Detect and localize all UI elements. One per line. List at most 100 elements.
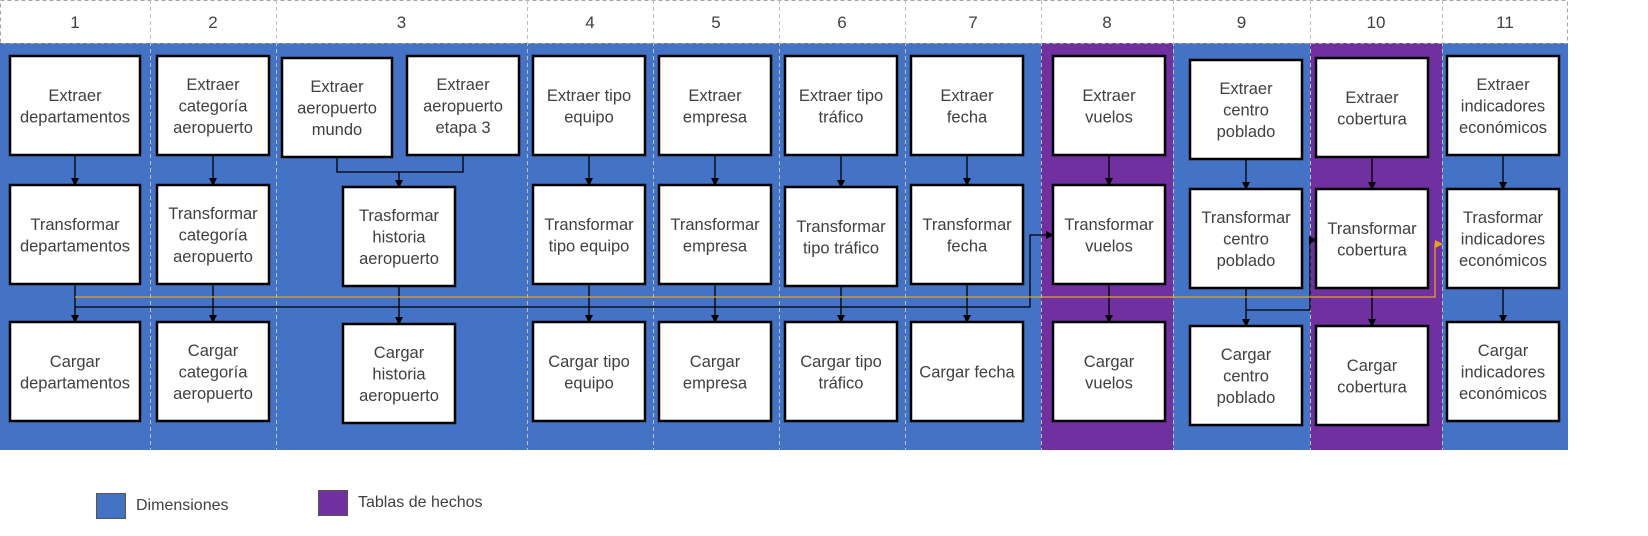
box-label-line: Cargar xyxy=(1084,353,1135,371)
box-label-line: fecha xyxy=(947,108,988,126)
box-frame xyxy=(909,183,1025,286)
legend-facts: Tablas de hechos xyxy=(318,490,483,516)
process-box-b6c: Cargar tipo tráfico xyxy=(783,320,899,423)
box-label-line: Extraer xyxy=(1476,76,1530,94)
process-box-b6t: Transformar tipo tráfico xyxy=(783,185,899,288)
box-label-line: equipo xyxy=(564,108,614,126)
box-label-line: tipo tráfico xyxy=(803,239,879,257)
column-number-4: 4 xyxy=(585,13,594,32)
box-label-line: Cargar xyxy=(1221,346,1272,364)
box-frame xyxy=(1445,187,1561,290)
arrow-to-transform-indicadores xyxy=(75,240,1443,298)
process-boxes: ExtraerdepartamentosTransformardepartame… xyxy=(8,54,1561,427)
box-label-line: tráfico xyxy=(819,108,864,126)
box-frame xyxy=(531,320,647,423)
box-frame xyxy=(8,320,142,423)
box-label-line: etapa 3 xyxy=(435,119,490,137)
box-label-line: Extraer xyxy=(1219,80,1273,98)
box-label-line: tráfico xyxy=(819,374,864,392)
box-label-line: aeropuerto xyxy=(359,250,439,268)
box-frame xyxy=(531,183,647,286)
box-label-line: Transformar xyxy=(796,218,886,236)
column-number-5: 5 xyxy=(711,13,720,32)
column-number-2: 2 xyxy=(208,13,217,32)
box-label-line: poblado xyxy=(1217,252,1276,270)
box-frame xyxy=(657,183,773,286)
arrow-to-transform-vuelos xyxy=(75,231,1054,308)
box-label-line: indicadores xyxy=(1461,231,1545,249)
box-label-line: Extraer xyxy=(186,76,240,94)
legend-dimension-swatch xyxy=(96,493,126,519)
box-label-line: Transformar xyxy=(544,216,634,234)
box-frame xyxy=(1445,320,1561,423)
column-number-3: 3 xyxy=(397,13,406,32)
box-frame xyxy=(783,320,899,423)
box-label-line: aeropuerto xyxy=(297,100,377,118)
box-label-line: poblado xyxy=(1217,389,1276,407)
box-frame xyxy=(783,185,899,288)
legend-dimensions: Dimensiones xyxy=(96,493,228,519)
box-frame xyxy=(1314,187,1430,290)
legend-fact-label: Tablas de hechos xyxy=(358,494,483,511)
box-frame xyxy=(280,56,394,159)
box-frame xyxy=(531,54,647,157)
box-label-line: Transformar xyxy=(922,216,1012,234)
box-frame xyxy=(1051,54,1167,157)
box-label-line: Cargar tipo xyxy=(800,353,882,371)
box-label-line: departamentos xyxy=(20,237,130,255)
process-box-b4e: Extraer tipo equipo xyxy=(531,54,647,157)
box-frame xyxy=(657,54,773,157)
box-label-line: Extraer xyxy=(940,87,994,105)
box-label-line: Cargar xyxy=(1347,357,1398,375)
box-label-line: aeropuerto xyxy=(423,98,503,116)
column-number-9: 9 xyxy=(1237,13,1246,32)
box-label-line: Trasformar xyxy=(359,207,440,225)
column-number-6: 6 xyxy=(837,13,846,32)
box-frame xyxy=(909,320,1025,423)
box-label-line: Cargar fecha xyxy=(919,364,1015,382)
box-label-line: Cargar xyxy=(1478,342,1529,360)
box-label-line: historia xyxy=(372,366,426,384)
arrow-to-transform-cobertura xyxy=(1246,236,1317,311)
box-frame xyxy=(405,54,521,157)
box-label-line: empresa xyxy=(683,237,748,255)
box-frame xyxy=(1314,56,1430,159)
merge-connector xyxy=(336,155,464,173)
box-label-line: departamentos xyxy=(20,108,130,126)
header-border xyxy=(0,0,1568,44)
box-label-line: centro xyxy=(1223,231,1269,249)
box-frame xyxy=(341,185,457,288)
box-label-line: Transformar xyxy=(168,205,258,223)
connectors xyxy=(71,155,1507,327)
box-label-line: departamentos xyxy=(20,374,130,392)
box-label-line: Extraer tipo xyxy=(547,87,631,105)
box-label-line: Cargar tipo xyxy=(548,353,630,371)
box-frame xyxy=(1051,183,1167,286)
box-label-line: aeropuerto xyxy=(173,385,253,403)
box-frame xyxy=(1188,58,1304,161)
box-frame xyxy=(1188,187,1304,290)
box-label-line: Extraer xyxy=(1345,89,1399,107)
box-frame xyxy=(8,54,142,157)
box-label-line: vuelos xyxy=(1085,237,1133,255)
box-frame xyxy=(1314,324,1430,427)
box-frame xyxy=(1445,54,1561,157)
process-box-b7c: Cargar fecha xyxy=(909,320,1025,423)
box-frame xyxy=(8,183,142,286)
